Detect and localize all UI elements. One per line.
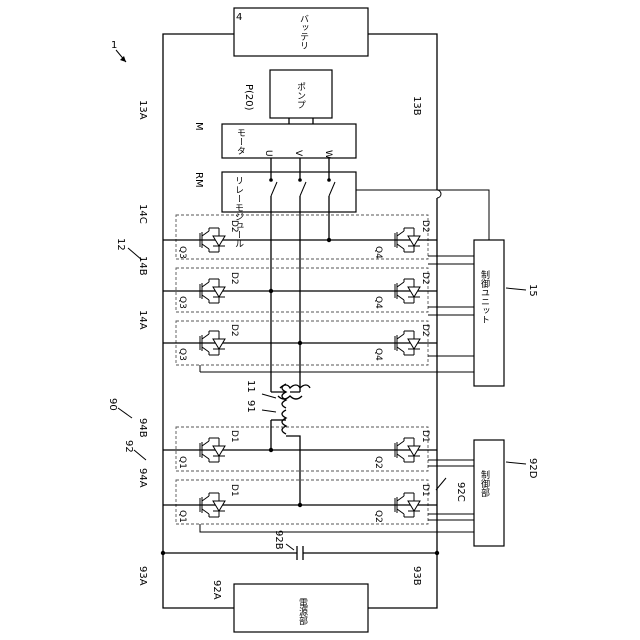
phase-v-label: V bbox=[293, 150, 303, 157]
control-unit-ref: 15 bbox=[527, 284, 538, 297]
bank-14A-label: 14A bbox=[137, 310, 148, 330]
converter-leader bbox=[134, 450, 146, 460]
rail-93A-bottom bbox=[163, 598, 234, 608]
figure-ref: 1 bbox=[111, 40, 117, 51]
pump-ref: P(20) bbox=[243, 84, 254, 111]
controller-leader bbox=[506, 462, 526, 464]
d1-label-bot-right: D1 bbox=[420, 484, 430, 497]
q1-label-bot: Q1 bbox=[177, 510, 187, 523]
d2-label-top-left: D2 bbox=[229, 220, 239, 233]
converter-ref: 92 bbox=[123, 440, 134, 453]
battery-label: バッテリ bbox=[298, 14, 309, 50]
inverter-ref: 12 bbox=[115, 238, 126, 251]
q4-label-bot: Q4 bbox=[373, 348, 383, 361]
charger-leader bbox=[118, 408, 132, 418]
d1-label-top-left: D1 bbox=[229, 430, 239, 443]
d2-label-bot-left: D2 bbox=[229, 324, 239, 337]
bank-14B-frame bbox=[176, 268, 428, 312]
power-source-ref: 92A bbox=[211, 580, 222, 600]
q4-label-mid: Q4 bbox=[373, 296, 383, 309]
line-13A-label: 13A bbox=[137, 100, 148, 120]
q3-label-top: Q3 bbox=[177, 246, 187, 259]
figure-arrow-icon bbox=[120, 56, 126, 62]
converter-junctions bbox=[269, 448, 302, 507]
node-92C-label: 92C bbox=[455, 482, 466, 502]
q1-label-top: Q1 bbox=[177, 456, 187, 469]
battery-ref: 4 bbox=[236, 12, 242, 23]
motor-label: モータ bbox=[235, 128, 246, 155]
coil-91-leader bbox=[262, 410, 276, 412]
d1-label-bot-left: D1 bbox=[229, 484, 239, 497]
control-unit-leader bbox=[506, 288, 526, 290]
q4-label-top: Q4 bbox=[373, 246, 383, 259]
coil-91-label: 91 bbox=[245, 400, 256, 413]
rail-13B-wire bbox=[368, 34, 437, 232]
rail-93B-bottom bbox=[368, 598, 437, 608]
line-93A-label: 93A bbox=[137, 566, 148, 586]
capacitor-92B bbox=[161, 546, 439, 560]
q3-label-bot: Q3 bbox=[177, 348, 187, 361]
bank-94B-frame bbox=[176, 427, 428, 471]
motor-ref: M bbox=[193, 122, 204, 131]
coil-11 bbox=[271, 385, 310, 399]
converter-phase-wires bbox=[271, 420, 300, 505]
coil-11-label: 11 bbox=[245, 380, 256, 393]
rail-13A-wire bbox=[163, 34, 234, 598]
d2-label-mid-left: D2 bbox=[229, 272, 239, 285]
relay-ref: RM bbox=[193, 172, 204, 188]
d2-label-mid-right: D2 bbox=[420, 272, 430, 285]
pump-label: ポンプ bbox=[295, 82, 306, 109]
charger-ref: 90 bbox=[107, 398, 118, 411]
bank-14B-label: 14B bbox=[137, 256, 148, 276]
power-source-label: 電源部 bbox=[297, 598, 308, 626]
coil-91-lead bbox=[286, 436, 300, 440]
controller-ref: 92D bbox=[527, 458, 538, 479]
q2-label-bot: Q2 bbox=[373, 510, 383, 523]
q3-label-mid: Q3 bbox=[177, 296, 187, 309]
control-unit-label: 制御ユニット bbox=[479, 269, 490, 324]
phase-u-label: U bbox=[263, 150, 273, 157]
coil-11-winding bbox=[282, 384, 286, 408]
capacitor-leader bbox=[286, 544, 294, 550]
capacitor-ref: 92B bbox=[273, 530, 284, 550]
coil-11-leader bbox=[262, 394, 276, 398]
relay-label: リレーモジュール bbox=[233, 176, 244, 248]
bank-14C-label: 14C bbox=[137, 204, 148, 224]
phase-w-label: W bbox=[323, 150, 333, 159]
line-93B-label: 93B bbox=[411, 566, 422, 586]
d2-label-bot-right: D2 bbox=[420, 324, 430, 337]
q2-label-top: Q2 bbox=[373, 456, 383, 469]
bank-94A-label: 94A bbox=[137, 468, 148, 488]
d1-label-top-right: D1 bbox=[420, 430, 430, 443]
controller-label: 制御部 bbox=[479, 469, 490, 498]
coil-91-winding bbox=[282, 410, 286, 434]
control-unit-wiring bbox=[200, 190, 489, 372]
bank-94B-label: 94B bbox=[137, 418, 148, 438]
d2-label-top-right: D2 bbox=[420, 220, 430, 233]
line-13B-label: 13B bbox=[411, 96, 422, 116]
